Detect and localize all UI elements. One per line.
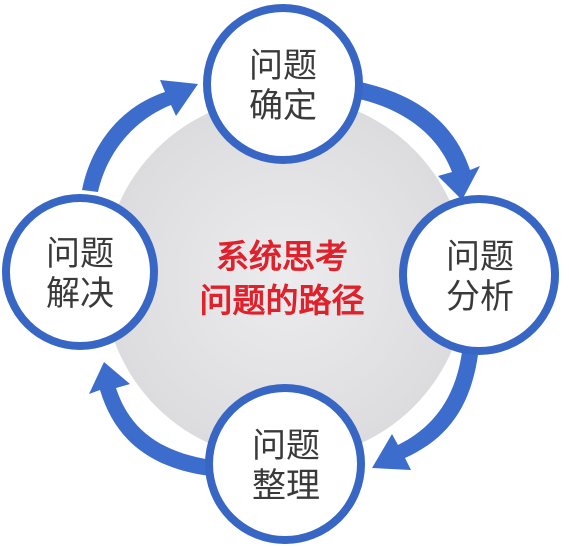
arrow-organize-to-solve bbox=[89, 362, 212, 476]
node-confirm-line1: 问题 bbox=[249, 46, 317, 86]
node-organize: 问题 整理 bbox=[205, 384, 365, 544]
node-analyze-line2: 分析 bbox=[446, 277, 514, 317]
node-confirm: 问题 确定 bbox=[203, 4, 363, 164]
node-analyze-line1: 问题 bbox=[446, 237, 514, 277]
cycle-arrows bbox=[82, 80, 480, 476]
arrow-solve-to-confirm bbox=[82, 80, 198, 192]
center-title-line1: 系统思考 bbox=[216, 237, 348, 276]
node-solve: 问题 解决 bbox=[2, 194, 158, 350]
node-solve-line2: 解决 bbox=[46, 274, 114, 314]
node-confirm-line2: 确定 bbox=[249, 86, 317, 126]
node-solve-line1: 问题 bbox=[46, 234, 114, 274]
arrow-analyze-to-organize bbox=[372, 352, 478, 470]
arrow-confirm-to-analyze bbox=[355, 82, 480, 200]
node-organize-line1: 问题 bbox=[252, 426, 320, 466]
center-title-line2: 问题的路径 bbox=[200, 281, 365, 320]
node-analyze: 问题 分析 bbox=[399, 195, 559, 355]
node-organize-line2: 整理 bbox=[252, 466, 320, 506]
center-disc bbox=[103, 96, 467, 460]
